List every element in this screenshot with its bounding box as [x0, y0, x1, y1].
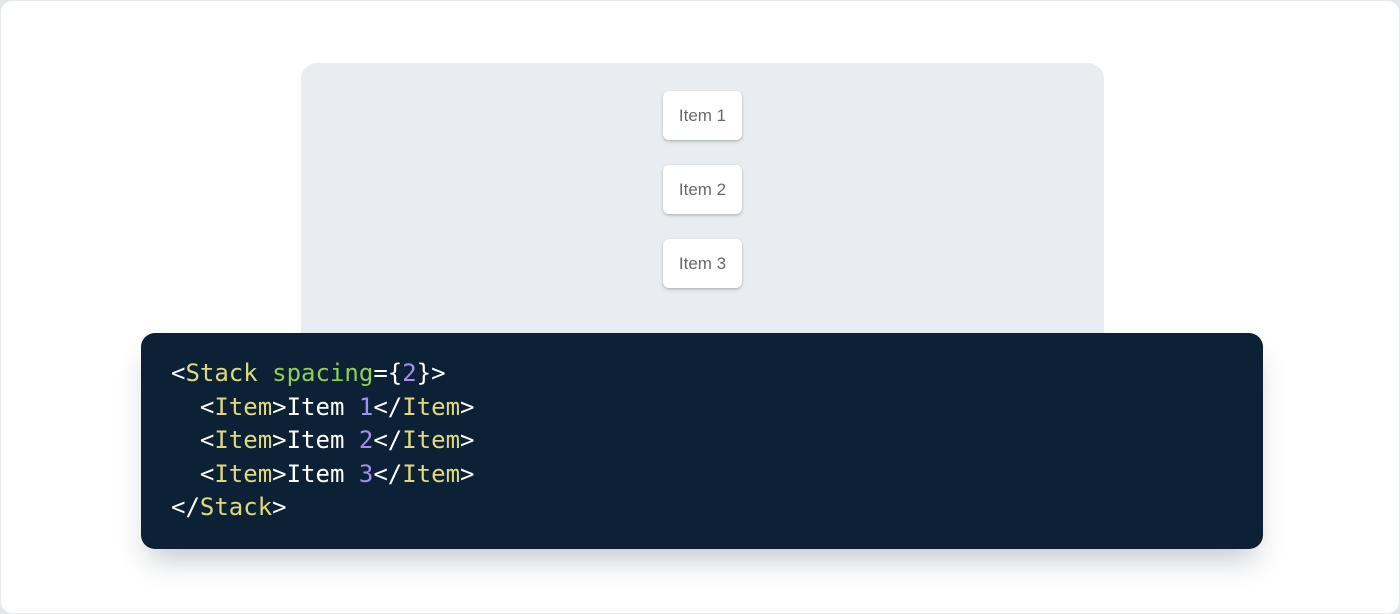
stack-item-1: Item 1: [662, 91, 743, 140]
stack-item-2-label: Item 2: [678, 180, 727, 199]
code-block: <Stack spacing={2}> <Item>Item 1</Item> …: [141, 333, 1263, 549]
code-line: <Item>Item 3</Item>: [199, 459, 475, 488]
code-content: <Stack spacing={2}> <Item>Item 1</Item> …: [171, 357, 1233, 525]
stack-item-3-label: Item 3: [678, 254, 727, 273]
code-line: <Item>Item 1</Item>: [199, 392, 475, 421]
code-line: <Item>Item 2</Item>: [199, 426, 475, 455]
code-line: <Stack spacing={2}>: [171, 359, 446, 387]
stack-item-3: Item 3: [662, 239, 743, 288]
stack-item-1-label: Item 1: [678, 106, 727, 125]
stack-item-2: Item 2: [662, 165, 743, 214]
code-line: </Stack>: [171, 493, 287, 522]
